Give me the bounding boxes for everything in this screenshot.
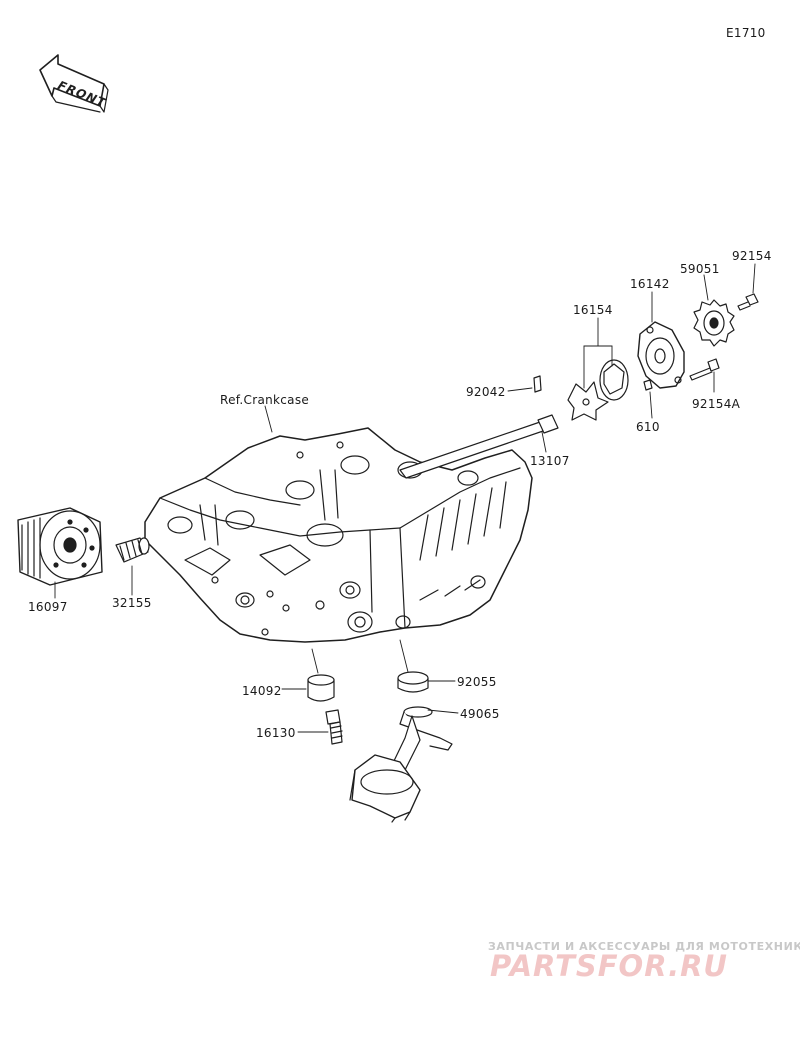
diagram-code: E1710 xyxy=(726,26,766,40)
front-arrow-icon: FRONT xyxy=(39,54,109,113)
ref-crankcase-label: Ref.Crankcase xyxy=(220,393,310,407)
part-label-16130[interactable]: 16130 xyxy=(256,726,296,740)
part-label-59051[interactable]: 59051 xyxy=(680,262,720,276)
part-label-16154[interactable]: 16154 xyxy=(573,303,613,317)
crankcase-drawing xyxy=(144,427,533,643)
part-label-92154A[interactable]: 92154A xyxy=(692,397,741,411)
part-label-92042[interactable]: 92042 xyxy=(466,385,506,399)
part-label-49065[interactable]: 49065 xyxy=(460,707,500,721)
bolt-drawing xyxy=(737,293,759,311)
pump-body-drawing xyxy=(637,321,685,389)
sprocket-drawing xyxy=(693,299,735,347)
part-label-13107[interactable]: 13107 xyxy=(530,454,570,468)
watermark-brand: PARTSFOR.RU xyxy=(490,949,728,983)
part-label-92055[interactable]: 92055 xyxy=(457,675,497,689)
bolt-plug-drawing xyxy=(325,709,343,745)
oil-filter-drawing xyxy=(17,507,103,586)
outer-rotor-drawing xyxy=(599,359,629,401)
o-ring-drawing xyxy=(397,671,429,693)
watermark-tagline: ЗАПЧАСТИ И АКСЕССУАРЫ ДЛЯ МОТОТЕХНИКИ xyxy=(488,940,800,953)
cap-drawing xyxy=(307,674,335,702)
bolt-a-drawing xyxy=(689,358,720,381)
part-label-92154[interactable]: 92154 xyxy=(732,249,772,263)
part-label-16097[interactable]: 16097 xyxy=(28,600,68,614)
dowel-drawing xyxy=(643,379,653,391)
oil-strainer-drawing xyxy=(349,706,453,823)
pin-drawing xyxy=(533,375,542,393)
part-label-32155[interactable]: 32155 xyxy=(112,596,152,610)
inner-rotor-drawing xyxy=(567,381,609,421)
part-label-16142[interactable]: 16142 xyxy=(630,277,670,291)
part-label-14092[interactable]: 14092 xyxy=(242,684,282,698)
pump-shaft-drawing xyxy=(399,414,559,479)
part-label-610[interactable]: 610 xyxy=(636,420,660,434)
pipe-fitting-drawing xyxy=(115,537,150,563)
leader-lines xyxy=(54,263,756,733)
